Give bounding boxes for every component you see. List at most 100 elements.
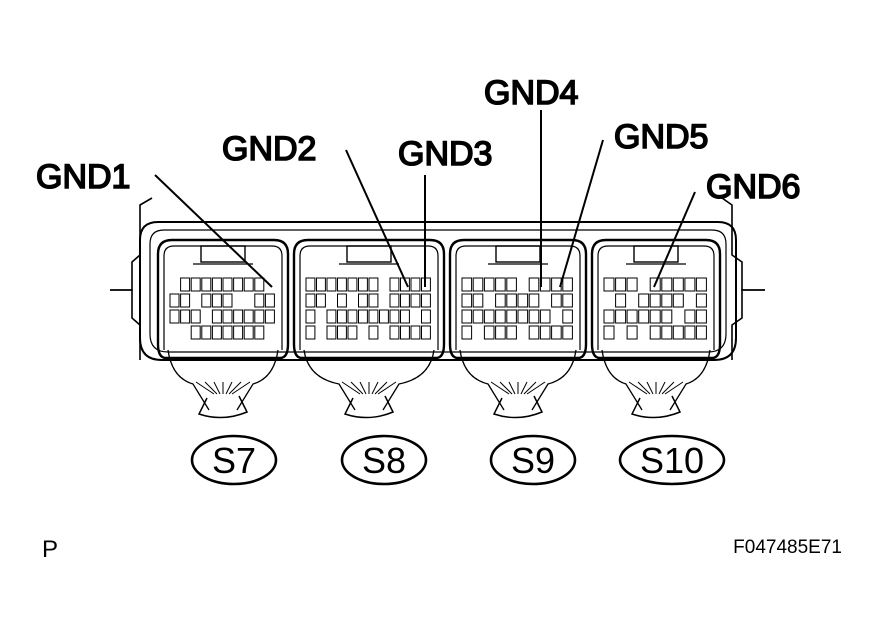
socket-shell	[292, 238, 446, 360]
s10-label: S10	[640, 440, 704, 481]
pin-cavity	[649, 277, 661, 292]
harness-right	[236, 349, 279, 411]
pin-cavity	[684, 277, 696, 292]
pin-cavity	[400, 309, 410, 324]
latch-tab	[346, 245, 392, 263]
socket-shell	[156, 238, 290, 360]
pin-cavity	[326, 309, 337, 324]
pin-cavity	[661, 277, 673, 292]
pin-cavity	[472, 293, 484, 308]
pin-cavity	[347, 325, 358, 340]
gnd3-label: GND3	[398, 135, 492, 173]
harness-wire	[204, 381, 218, 395]
harness-wire	[661, 381, 675, 395]
pin-cavity	[562, 293, 573, 308]
pin-cavity	[368, 309, 379, 324]
pin-cavity	[358, 309, 368, 324]
cable-stub	[492, 395, 544, 419]
latch-tab	[200, 245, 246, 263]
gnd1-label: GND1	[36, 158, 130, 196]
pin-cavity	[551, 293, 562, 308]
pin-cavity	[495, 293, 506, 308]
harness-left	[459, 349, 505, 411]
pin-cavity	[495, 309, 506, 324]
pin-cavity	[222, 309, 233, 324]
pin-cavity	[672, 277, 684, 292]
harness-wire	[371, 381, 379, 395]
pin-cavity	[517, 309, 529, 324]
pin-cavity	[661, 325, 673, 340]
pin-cavity	[337, 277, 347, 292]
pin-cavity	[400, 325, 410, 340]
pin-cavity	[410, 277, 421, 292]
socket-shell	[448, 238, 588, 360]
harness-wire	[359, 381, 367, 395]
cable-stub	[197, 395, 249, 419]
harness-left	[167, 349, 210, 411]
pin-cavity	[615, 309, 627, 324]
harness-wire	[374, 381, 388, 395]
s8-oval	[340, 434, 428, 486]
pin-cavity	[347, 277, 358, 292]
s7-harness	[167, 349, 279, 419]
pin-cavity	[506, 309, 517, 324]
s7-label: S7	[212, 440, 256, 481]
harness-right	[382, 349, 435, 411]
harness-wire	[499, 381, 513, 395]
pin-cavity	[305, 309, 316, 324]
s10-socket	[590, 238, 722, 360]
pin-cavity	[539, 309, 551, 324]
s10-harness	[601, 349, 711, 419]
s8-harness	[303, 349, 435, 419]
pin-cavity	[211, 309, 222, 324]
pin-cavity	[358, 293, 368, 308]
harness-wire	[228, 381, 242, 395]
pin-cavity	[389, 277, 400, 292]
pin-cavity	[254, 325, 265, 340]
pin-cavity	[201, 293, 212, 308]
s10-oval	[618, 434, 726, 486]
pin-cavity	[190, 277, 201, 292]
harness-wire	[646, 381, 654, 395]
pin-cavity	[347, 309, 358, 324]
pin-cavity	[539, 325, 551, 340]
pin-cavity	[528, 325, 540, 340]
pin-cavity	[368, 277, 379, 292]
corner-label: P	[42, 536, 58, 563]
harness-wire	[508, 381, 516, 395]
harness-wire	[231, 381, 251, 395]
s7-socket	[156, 238, 290, 360]
gnd6-leader	[653, 191, 696, 288]
pin-cavity	[649, 325, 661, 340]
pin-cavity	[254, 293, 265, 308]
harness-wire	[490, 381, 510, 395]
gnd5-label: GND5	[614, 118, 708, 156]
harness-wire	[628, 381, 648, 395]
s8-label: S8	[362, 440, 406, 481]
harness-wire	[213, 381, 221, 395]
ecu-housing	[139, 221, 737, 361]
pin-cavity	[316, 293, 326, 308]
pin-cavity	[211, 293, 222, 308]
pin-cavity	[483, 309, 495, 324]
wire-harnesses	[167, 349, 711, 419]
harness-wire	[664, 381, 684, 395]
pin-cavity	[461, 325, 473, 340]
pin-cavity	[483, 325, 495, 340]
left-flange-lower	[110, 289, 141, 360]
pin-cavity	[368, 293, 379, 308]
pin-cavity	[326, 325, 337, 340]
pin-cavity	[603, 309, 615, 324]
pin-cavity	[528, 309, 540, 324]
pin-cavity	[551, 325, 562, 340]
pin-cavity	[389, 309, 400, 324]
harness-wire	[526, 381, 546, 395]
pin-cavity	[661, 309, 673, 324]
pin-cavity	[305, 277, 316, 292]
pin-cavity	[305, 293, 316, 308]
pin-cavity	[169, 309, 180, 324]
cable-stub	[630, 395, 682, 419]
pin-cavity	[421, 309, 431, 324]
pin-cavity	[562, 277, 573, 292]
pin-cavity	[528, 293, 540, 308]
